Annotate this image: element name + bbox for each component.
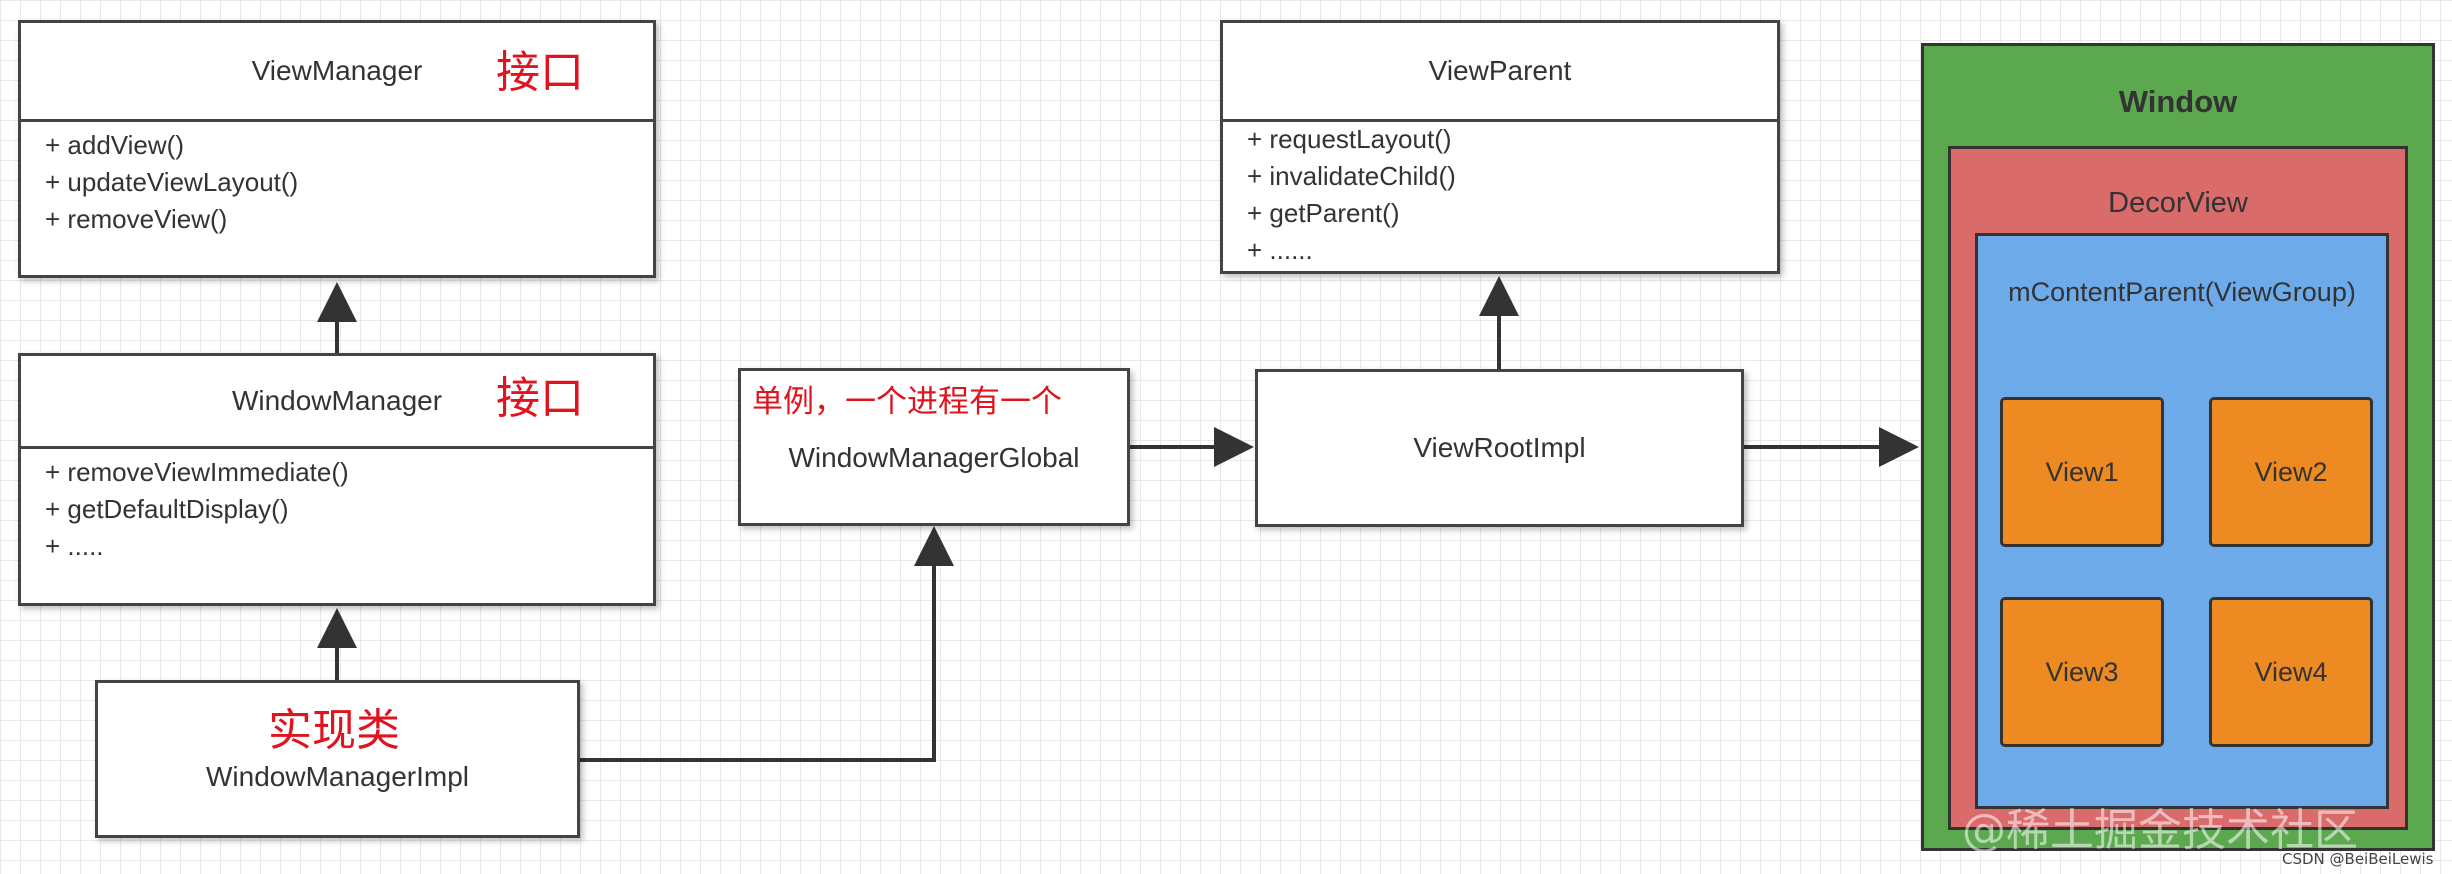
- viewmanager-class-box: ViewManager + addView() + updateViewLayo…: [18, 20, 656, 278]
- windowmanager-annotation: 接口: [496, 373, 584, 424]
- viewmanager-method: + updateViewLayout(): [45, 167, 299, 197]
- windowmanager-methods: + removeViewImmediate() + getDefaultDisp…: [21, 446, 653, 603]
- windowmanagerimpl-class-box: WindowManagerImpl: [95, 680, 580, 838]
- community-watermark: @稀土掘金技术社区: [1962, 805, 2358, 856]
- windowmanagerglobal-annotation: 单例，一个进程有一个: [752, 384, 1062, 420]
- window-title: Window: [2118, 84, 2238, 119]
- viewparent-method: + getParent(): [1247, 198, 1400, 228]
- decorview-title: DecorView: [2108, 187, 2248, 219]
- viewparent-class-box: ViewParent + requestLayout() + invalidat…: [1220, 20, 1780, 274]
- view3-label: View3: [2045, 656, 2119, 687]
- windowmanager-title: WindowManager: [21, 356, 653, 449]
- edge-impl-to-global: [580, 526, 954, 762]
- viewparent-method: + requestLayout(): [1247, 124, 1452, 154]
- windowmanagerglobal-class-box: WindowManagerGlobal: [738, 368, 1130, 526]
- windowmanager-class-box: WindowManager + removeViewImmediate() + …: [18, 353, 656, 606]
- view1-label: View1: [2045, 456, 2119, 487]
- viewparent-method: + invalidateChild(): [1247, 161, 1456, 191]
- decorview-container: DecorView mContentParent(ViewGroup) View…: [1948, 146, 2408, 830]
- view2-label: View2: [2254, 456, 2328, 487]
- windowmanager-method: + .....: [45, 531, 104, 561]
- windowmanager-method: + getDefaultDisplay(): [45, 494, 289, 524]
- view1-box: View1: [2000, 397, 2164, 547]
- windowmanagerglobal-title: WindowManagerGlobal: [788, 442, 1080, 473]
- viewparent-methods: + requestLayout() + invalidateChild() + …: [1223, 119, 1777, 271]
- windowmanagerimpl-title: WindowManagerImpl: [206, 761, 469, 792]
- viewmanager-title: ViewManager: [21, 23, 653, 122]
- viewparent-title: ViewParent: [1223, 23, 1777, 122]
- windowmanager-method: + removeViewImmediate(): [45, 457, 349, 487]
- csdn-watermark: CSDN @BeiBeiLewis: [2282, 850, 2434, 868]
- view4-label: View4: [2254, 656, 2328, 687]
- view3-box: View3: [2000, 597, 2164, 747]
- viewparent-method: + ......: [1247, 235, 1313, 265]
- content-parent-container: mContentParent(ViewGroup) View1 View2 Vi…: [1975, 233, 2389, 809]
- viewmanager-methods: + addView() + updateViewLayout() + remov…: [21, 119, 653, 275]
- view4-box: View4: [2209, 597, 2373, 747]
- viewmanager-annotation: 接口: [496, 47, 584, 98]
- viewmanager-method: + removeView(): [45, 204, 228, 234]
- windowmanagerimpl-annotation: 实现类: [268, 705, 400, 756]
- content-parent-title: mContentParent(ViewGroup): [2008, 277, 2356, 307]
- viewmanager-method: + addView(): [45, 130, 184, 160]
- view2-box: View2: [2209, 397, 2373, 547]
- viewrootimpl-title: ViewRootImpl: [1413, 432, 1586, 463]
- window-container: Window DecorView mContentParent(ViewGrou…: [1921, 43, 2435, 851]
- viewrootimpl-class-box: ViewRootImpl: [1255, 369, 1744, 527]
